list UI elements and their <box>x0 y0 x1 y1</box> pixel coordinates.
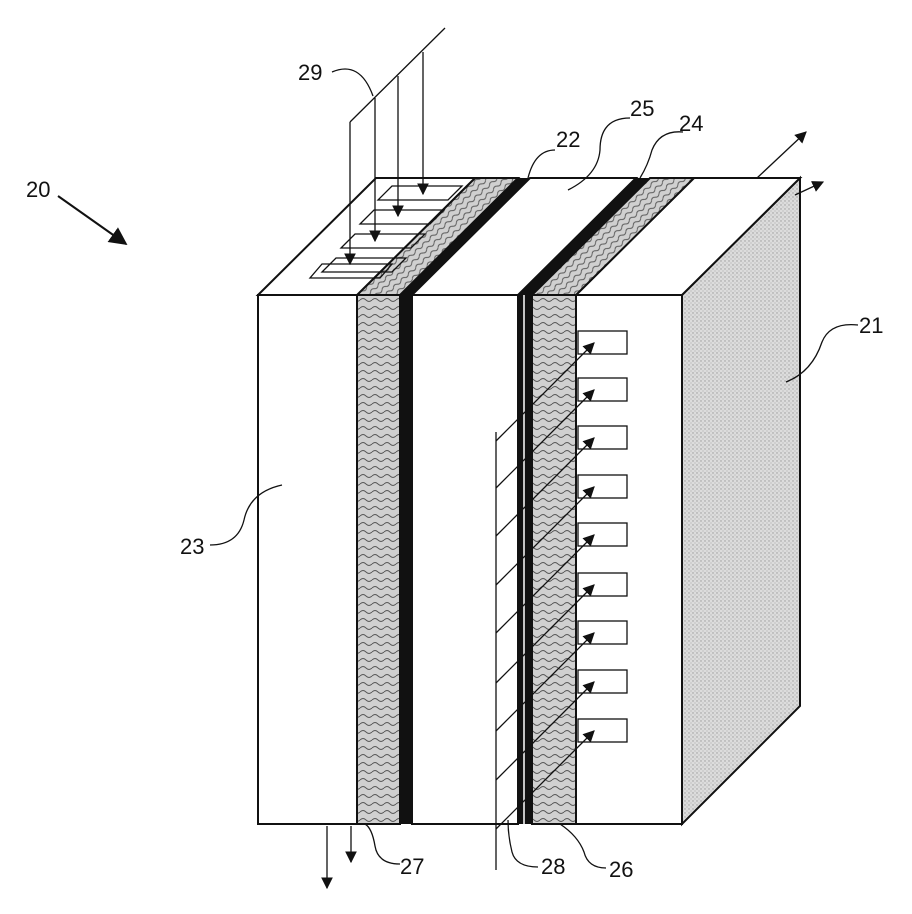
cathode-outlet-arrow-1 <box>757 132 806 178</box>
leader-26 <box>560 824 606 868</box>
leader-28 <box>508 820 538 867</box>
cathode-plate <box>576 178 800 824</box>
label-29: 29 <box>298 60 322 85</box>
leader-29 <box>332 69 373 96</box>
leader-22 <box>528 150 555 178</box>
label-25: 25 <box>630 96 654 121</box>
label-20: 20 <box>26 177 50 202</box>
leader-24 <box>640 132 683 178</box>
label-21: 21 <box>859 313 883 338</box>
anode-catalyst-front-face <box>400 295 412 824</box>
label-28: 28 <box>541 854 565 879</box>
label-27: 27 <box>400 854 424 879</box>
label-24: 24 <box>679 111 703 136</box>
anode-outlet-flow <box>327 826 351 888</box>
leader-27 <box>365 824 400 864</box>
label-26: 26 <box>609 857 633 882</box>
anode-diffusion-front-face <box>357 295 400 824</box>
label-22: 22 <box>556 127 580 152</box>
membrane-front-face <box>412 295 518 824</box>
anode-plate-front-face <box>258 295 357 824</box>
cathode-catalyst-front-face <box>518 295 532 824</box>
label-23: 23 <box>180 534 204 559</box>
assembly-pointer <box>58 196 126 244</box>
cathode-plate-front-face <box>576 295 682 824</box>
direction-arrow-icon <box>58 196 126 244</box>
